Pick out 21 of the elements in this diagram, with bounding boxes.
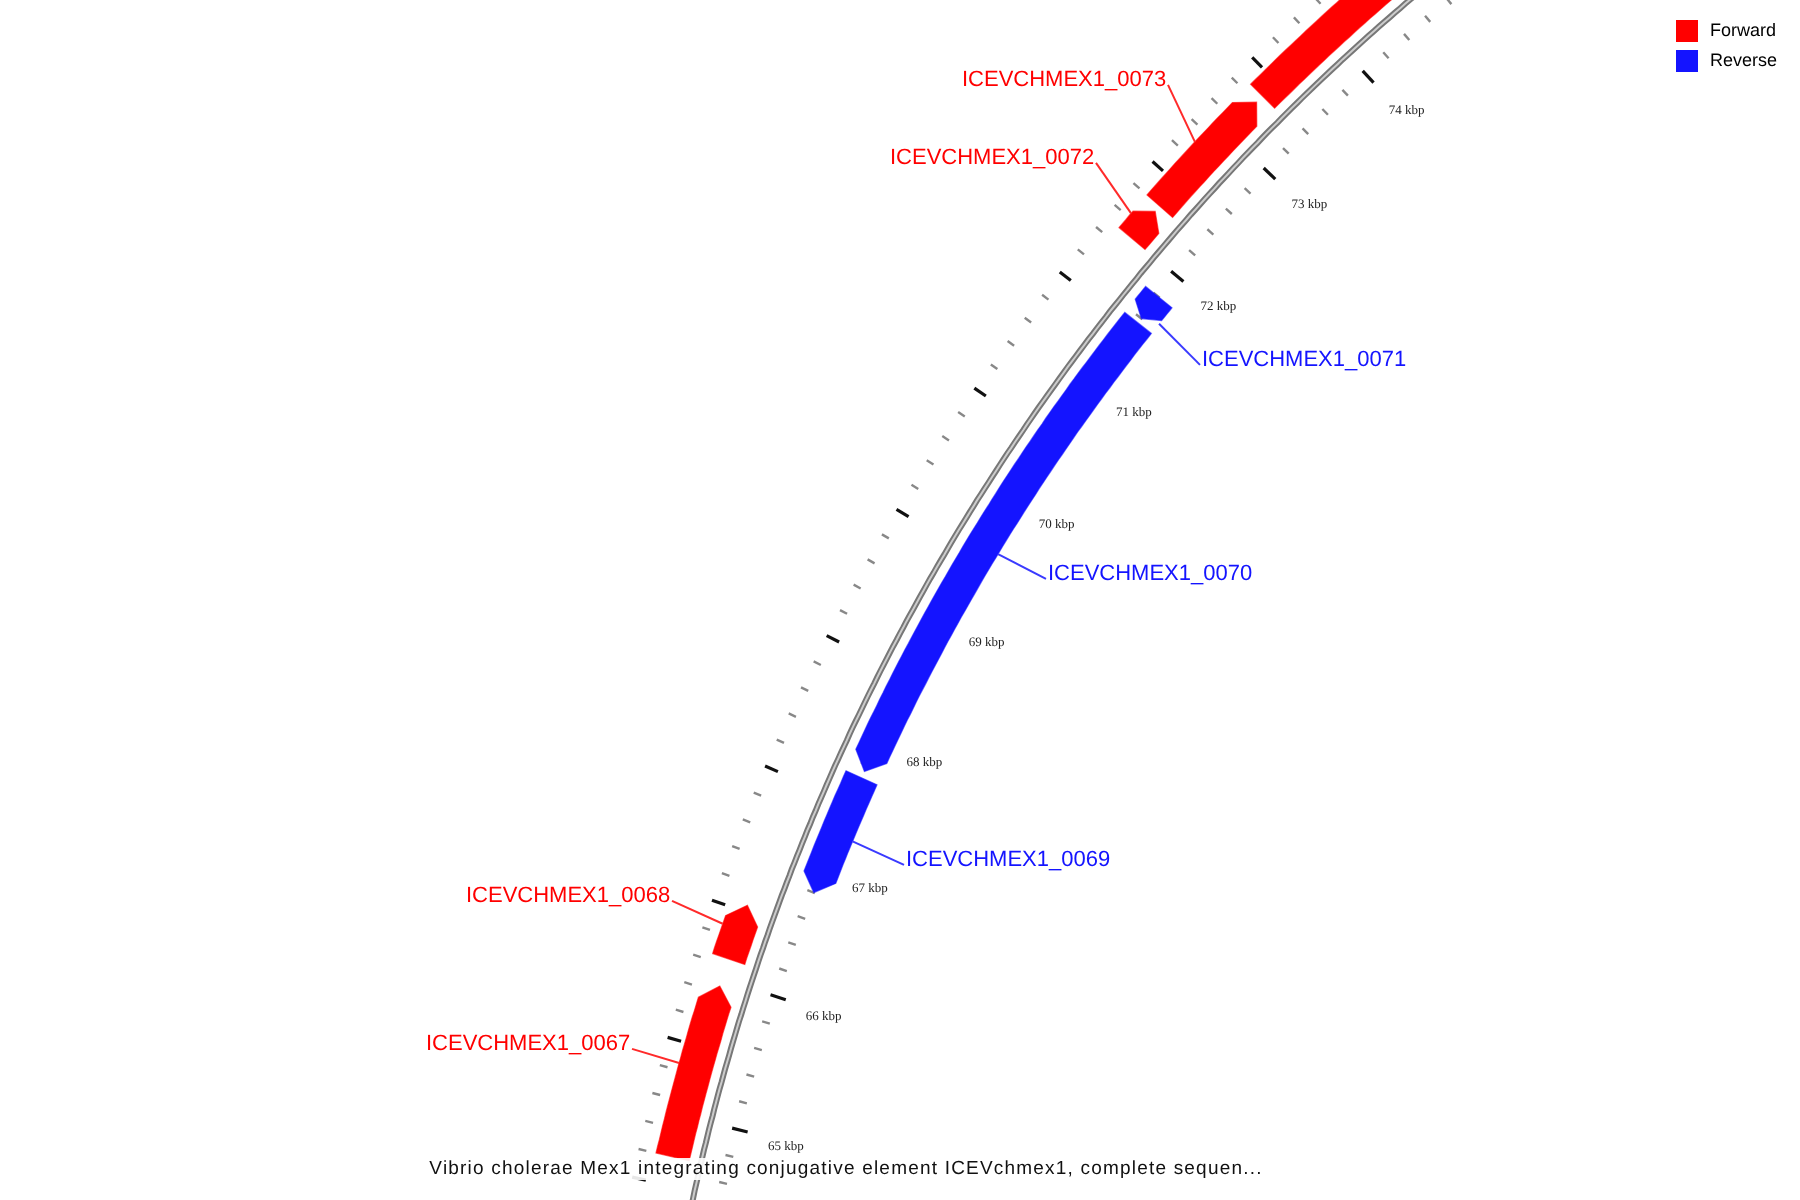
gene-segment — [1134, 285, 1173, 322]
gene-label: ICEVCHMEX1_0071 — [1202, 348, 1407, 374]
leader-line — [1167, 83, 1196, 143]
gene-label: ICEVCHMEX1_0073 — [962, 68, 1167, 94]
leader-line — [851, 840, 905, 866]
gene-segment — [711, 904, 759, 966]
gene-label: ICEVCHMEX1_0069 — [906, 848, 1111, 874]
leader-line — [1158, 322, 1201, 366]
leader-line — [1095, 161, 1133, 215]
legend-label: Reverse — [1710, 50, 1778, 72]
leader-line — [631, 1047, 681, 1064]
legend-label: Forward — [1710, 20, 1777, 42]
gene-label: ICEVCHMEX1_0068 — [466, 884, 671, 910]
gene-label: ICEVCHMEX1_0067 — [426, 1032, 631, 1058]
gene-segment — [1146, 101, 1258, 219]
leader-line — [671, 899, 724, 925]
leader-line — [997, 553, 1047, 580]
gene-segment — [655, 985, 732, 1162]
gene-label: ICEVCHMEX1_0072 — [890, 146, 1095, 172]
gene-label: ICEVCHMEX1_0070 — [1048, 562, 1253, 588]
gene-segment — [1118, 210, 1160, 251]
